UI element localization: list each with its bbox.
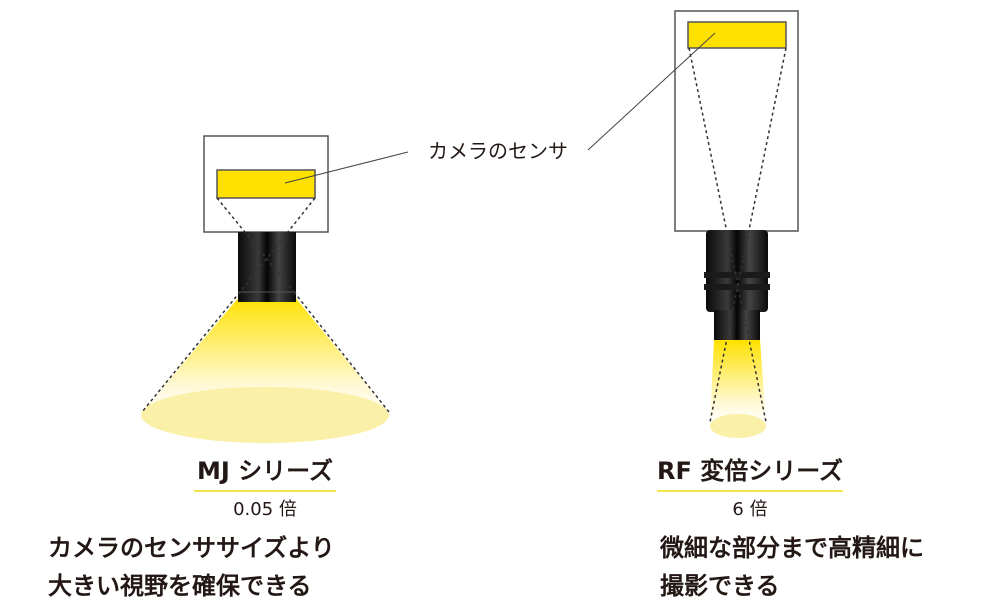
light-cone: [142, 296, 389, 412]
mj-magnification: 0.05 倍: [233, 499, 297, 520]
field-of-view-ellipse: [141, 387, 389, 443]
light-beam: [710, 340, 766, 422]
sensor-callout-label: カメラのセンサ: [428, 139, 568, 163]
camera-sensor: [216, 169, 316, 199]
mj-description-line-2: 大きい視野を確保できる: [48, 572, 312, 600]
field-of-view-ellipse: [710, 414, 766, 438]
optical-path-lines: [141, 197, 390, 413]
mj-series-illustration: [141, 135, 390, 443]
rf-magnification: 6 倍: [732, 499, 767, 520]
mj-description-line-1: カメラのセンササイズより: [48, 534, 335, 562]
camera-sensor: [687, 21, 787, 49]
lens: [238, 232, 296, 302]
optical-path-lines: [688, 47, 787, 423]
sensor-callout: カメラのセンサ: [284, 32, 716, 184]
mj-series-title: MJ シリーズ: [197, 457, 333, 485]
rf-series-illustration: [674, 10, 799, 438]
rf-description-line-1: 微細な部分まで高精細に: [659, 534, 924, 562]
rf-series-title: RF 変倍シリーズ: [657, 457, 843, 485]
lens-lower: [714, 310, 760, 340]
rf-description-line-2: 撮影できる: [660, 572, 780, 600]
lens-upper: [706, 230, 768, 312]
